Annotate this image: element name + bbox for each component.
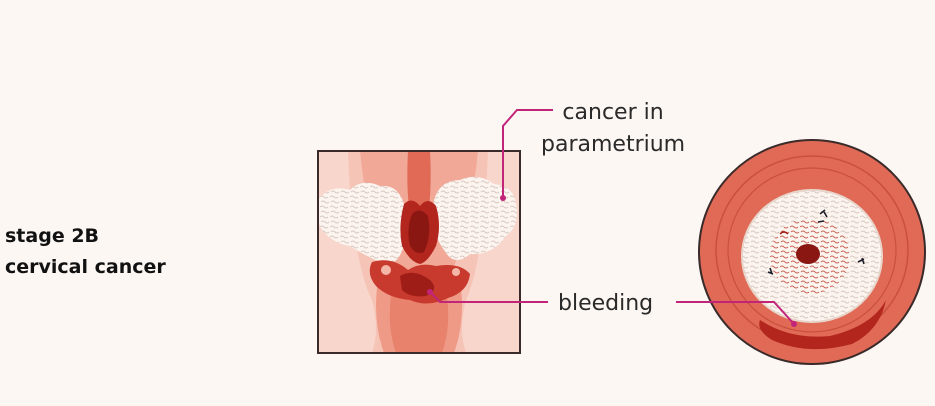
bleeding-leader-left-dot (427, 289, 433, 295)
leader-lines (427, 109, 797, 327)
tissue-mark (779, 231, 789, 235)
parametrium-leader-dot (500, 195, 506, 201)
label-parametrium-line-1: cancer in (562, 100, 664, 125)
tissue-mark (767, 267, 774, 275)
cervix-cross-section (317, 150, 521, 354)
cervix-ring-line (727, 167, 897, 333)
label-bleeding: bleeding (558, 291, 654, 316)
bleeding-leader-left (429, 291, 548, 303)
parametrium-leader (502, 109, 553, 198)
tissue-mark (857, 257, 865, 265)
tissue-mark (817, 209, 828, 223)
title-line-2: cervical cancer (5, 256, 166, 278)
central-tumor-core (408, 210, 430, 254)
bleeding-leader-right (676, 301, 795, 325)
tumor-right (433, 176, 517, 261)
diagram-title: stage 2B cervical cancer (5, 221, 166, 283)
vaginal-inner-wall (389, 290, 449, 353)
cross-section-frame (317, 150, 521, 354)
label-parametrium-line-2: parametrium (541, 132, 686, 157)
tumor-left (318, 182, 408, 264)
uterine-canal (407, 151, 431, 215)
label-cancer-in-parametrium: cancer in parametrium (541, 97, 685, 161)
bleeding-core (400, 272, 435, 297)
frontal-bleeding (759, 300, 886, 350)
cervical-os (796, 244, 820, 264)
title-line-1: stage 2B (5, 225, 100, 247)
bleeding-leader-right-dot (791, 321, 797, 327)
tissue-fleck (381, 265, 391, 275)
tissue-fleck (452, 268, 460, 276)
cervix-frontal-view (698, 139, 926, 365)
